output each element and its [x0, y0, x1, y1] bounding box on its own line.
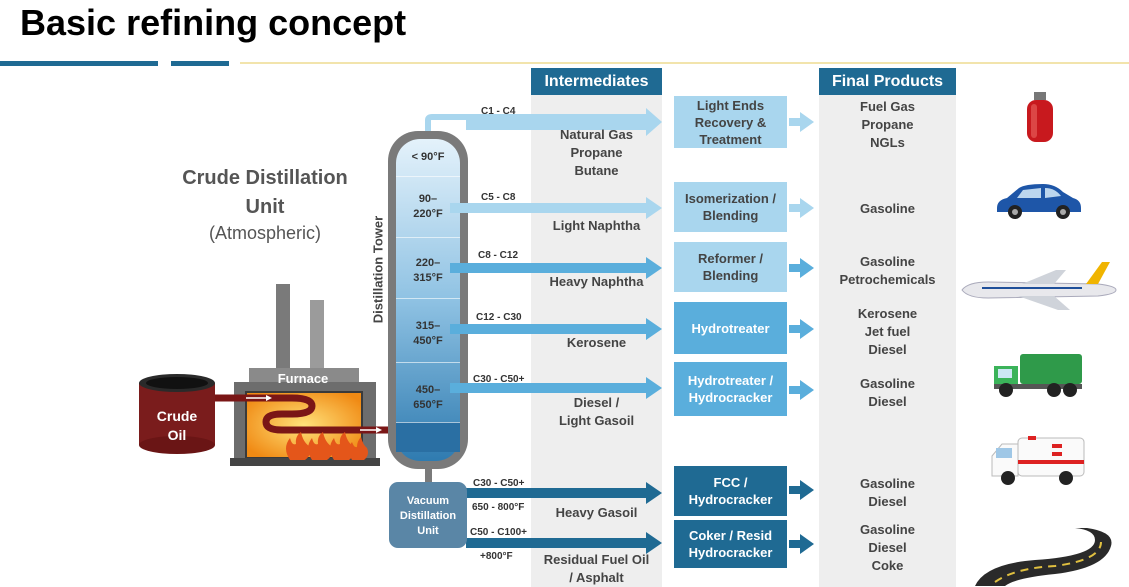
distillation-tower: [388, 131, 468, 469]
crude-oil-tank: [139, 374, 215, 454]
process-box-reformer: Reformer /Blending: [674, 242, 787, 292]
final-products-band: [819, 68, 956, 587]
product-label: Gasoline: [860, 201, 915, 216]
intermediate-label: Light Naphtha: [552, 218, 641, 233]
carbon-range: C1 - C4: [481, 106, 516, 117]
airplane-icon: [961, 262, 1117, 310]
intermediate-label: Diesel /Light Gasoil: [558, 395, 635, 428]
road-icon: [975, 528, 1112, 586]
furnace-label: Furnace: [277, 371, 329, 386]
tower-label: Distillation Tower: [370, 215, 386, 324]
carbon-range: C30 - C50+: [473, 374, 525, 385]
flames: [286, 432, 368, 460]
vacuum-unit: [389, 482, 467, 548]
carbon-range: C30 - C50+: [473, 478, 525, 489]
product-arrows: [789, 112, 814, 554]
process-box-fcc: FCC /Hydrocracker: [674, 466, 787, 516]
tray-label: 90–220°F: [413, 193, 443, 220]
garbage-truck-icon: [994, 354, 1082, 397]
process-box-hydrotreater: Hydrotreater: [674, 302, 787, 354]
carbon-range: C50 - C100+: [470, 527, 527, 538]
car-icon: [997, 184, 1081, 219]
process-box-isomerization: Isomerization /Blending: [674, 182, 787, 232]
title-underline: [0, 61, 1129, 66]
carbon-range: C5 - C8: [481, 192, 516, 203]
intermediate-label: Heavy Naphtha: [549, 274, 644, 289]
temperature-range: 650 - 800°F: [472, 502, 525, 513]
tray-label: < 90°F: [411, 151, 445, 163]
intermediates-header: Intermediates: [531, 68, 662, 95]
intermediate-label: Residual Fuel Oil/ Asphalt: [543, 552, 650, 585]
carbon-range: C8 - C12: [478, 250, 519, 261]
final-products-header: Final Products: [819, 68, 956, 95]
tray-label: 220–315°F: [413, 257, 443, 284]
carbon-range: C12 - C30: [476, 312, 522, 323]
tray-label: 450–650°F: [413, 384, 443, 411]
tray-label: 315–450°F: [413, 320, 443, 347]
cdu-subtitle: (Atmospheric): [208, 223, 322, 243]
intermediate-label: Heavy Gasoil: [555, 505, 638, 520]
propane-tank-icon: [1027, 92, 1053, 142]
furnace-stacks: [276, 284, 324, 374]
ambulance-icon: [991, 436, 1085, 485]
page-title: Basic refining concept: [20, 2, 407, 43]
stream-arrows: [450, 108, 662, 554]
intermediate-label: Kerosene: [566, 335, 627, 350]
temperature-range: +800°F: [480, 551, 513, 562]
process-box-hydrotreater-hydrocracker: Hydrotreater /Hydrocracker: [674, 362, 787, 416]
